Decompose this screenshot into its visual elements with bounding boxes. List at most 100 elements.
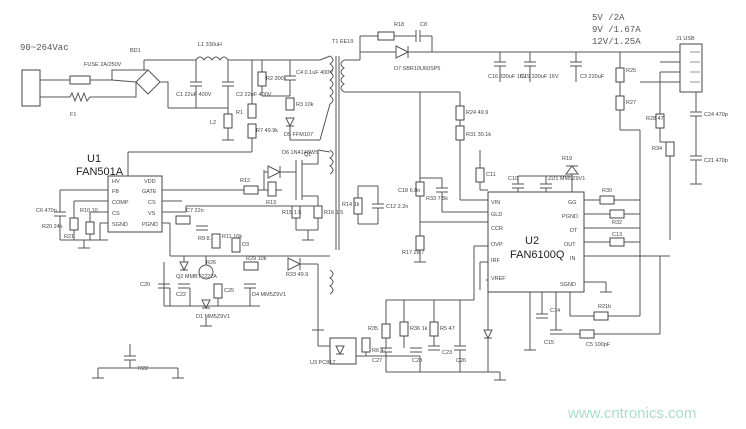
- component-label: C1 22uF 400V: [176, 92, 212, 98]
- component-label: C11: [486, 172, 496, 178]
- component-label: R32: [612, 220, 622, 226]
- resistor-r23: [455, 105, 465, 121]
- u1-pin-left: HV: [112, 179, 120, 185]
- component-label: D5 FFM107: [284, 132, 313, 138]
- component-label: R11 10k: [222, 234, 242, 240]
- u2-pin-right: GG: [568, 200, 577, 206]
- u2-pin-right: SGND: [560, 282, 576, 288]
- resistor-r25: [615, 95, 625, 111]
- component-label: R25: [626, 68, 636, 74]
- resistor-r12: [243, 185, 259, 195]
- transformer-label: T1 EE19: [332, 39, 353, 45]
- output-rating: 9V /1.67A: [592, 25, 641, 35]
- component-label: C6 470n: [36, 208, 57, 214]
- component-label: C5 100pF: [586, 342, 611, 348]
- component-label: C20: [140, 282, 150, 288]
- u1-pin-left: SGND: [112, 222, 128, 228]
- component-label: R10 10: [80, 208, 98, 214]
- u2-pin-left: VIN: [491, 200, 500, 206]
- component-label: R21b: [598, 304, 611, 310]
- resistor-r21: [85, 221, 95, 235]
- component-label: R6 47: [372, 348, 387, 354]
- component-label: R35: [368, 326, 378, 332]
- component-label: R20 24k: [42, 224, 63, 230]
- component-label: R3 10k: [296, 102, 314, 108]
- resistor-r20: [69, 217, 79, 231]
- component-label: C12 2.2n: [386, 204, 408, 210]
- resistor-r18-label: R18: [394, 22, 404, 28]
- component-label: D4 MM5Z9V1: [252, 292, 286, 298]
- u2-pin-left: OVP: [491, 242, 503, 248]
- output-rating: 12V/1.25A: [592, 37, 641, 47]
- component-label: C27: [372, 358, 382, 364]
- capacitor-c3-label: C3 220uF: [580, 74, 605, 80]
- component-label: F1: [70, 112, 76, 118]
- component-label: R24 49.9: [466, 110, 488, 116]
- component-label: R19: [562, 156, 572, 162]
- resistor-r3: [285, 97, 295, 111]
- component-label: R31 30.1k: [466, 132, 491, 138]
- resistor-r27: [599, 195, 615, 205]
- component-label: C26: [456, 358, 466, 364]
- usb-connector-j1: [679, 43, 703, 93]
- resistor-r13: [267, 181, 277, 197]
- resistor-r26: [243, 261, 259, 271]
- resistor-r7: [247, 123, 257, 139]
- inductor-l2: [223, 113, 233, 129]
- u1-pin-right: PGND: [142, 222, 158, 228]
- u1-ref: U1: [87, 153, 101, 165]
- bridge-label: BD1: [130, 48, 141, 54]
- component-label: C18 6.8n: [398, 188, 420, 194]
- component-label: C28: [412, 358, 422, 364]
- component-label: Q1: [304, 152, 311, 158]
- component-label: R5 47: [440, 326, 455, 332]
- fuse-label: FUSE 2A/250V: [84, 62, 122, 68]
- component-label: C10: [508, 176, 518, 182]
- u2-pin-right: PGND: [562, 214, 578, 220]
- component-label: C14: [550, 308, 560, 314]
- component-label: R27: [626, 100, 636, 106]
- u2-pin-left: GLD: [491, 212, 502, 218]
- resistor-r2: [257, 71, 267, 87]
- u2-pin-left: IRF: [491, 258, 501, 264]
- component-label: R22: [138, 366, 148, 372]
- component-label: R26: [206, 260, 216, 266]
- component-label: C21 470p: [704, 158, 728, 164]
- u2-pin-right: DT: [570, 228, 578, 234]
- u2-pin-left: VREF: [491, 276, 506, 282]
- component-label: Q2 MMBT2222A: [176, 274, 217, 280]
- u1-fan501a: [107, 175, 163, 233]
- u1-part: FAN501A: [76, 166, 124, 178]
- component-label: C25: [224, 288, 234, 294]
- u1-pin-right: GATE: [142, 189, 157, 195]
- resistor-r30: [609, 209, 625, 219]
- resistor-r21b: [593, 311, 609, 321]
- resistor-r34: [665, 141, 675, 157]
- watermark: www.cntronics.com: [567, 405, 696, 422]
- component-label: R7 49.9k: [256, 128, 278, 134]
- component-label: ZD1 MM5Z9V1: [548, 176, 585, 182]
- component-label: C22: [176, 292, 186, 298]
- resistor-r33: [415, 235, 425, 251]
- component-label: L2: [210, 120, 216, 126]
- resistor-r32: [609, 237, 625, 247]
- diode-d7-label: D7 SBR10U60SP5: [394, 66, 440, 72]
- component-label: R21: [64, 234, 74, 240]
- component-label: R2 300k: [266, 76, 287, 82]
- resistor-r35: [381, 323, 391, 339]
- resistor-r18: [377, 31, 395, 41]
- component-label: R12: [240, 178, 250, 184]
- optocoupler-u3: [329, 337, 357, 365]
- component-label: C7 22n: [186, 208, 204, 214]
- u1-pin-left: FB: [112, 189, 119, 195]
- component-label: C13: [612, 232, 622, 238]
- component-label: U3 PC817: [310, 360, 335, 366]
- component-label: R14 1k: [342, 202, 360, 208]
- resistor-r24: [455, 125, 465, 141]
- fuse-f1: [69, 75, 91, 85]
- resistor-r11: [231, 237, 241, 253]
- input-voltage-label: 90~264Vac: [20, 43, 69, 53]
- component-label: R1: [236, 110, 243, 116]
- resistor-r6: [361, 337, 371, 353]
